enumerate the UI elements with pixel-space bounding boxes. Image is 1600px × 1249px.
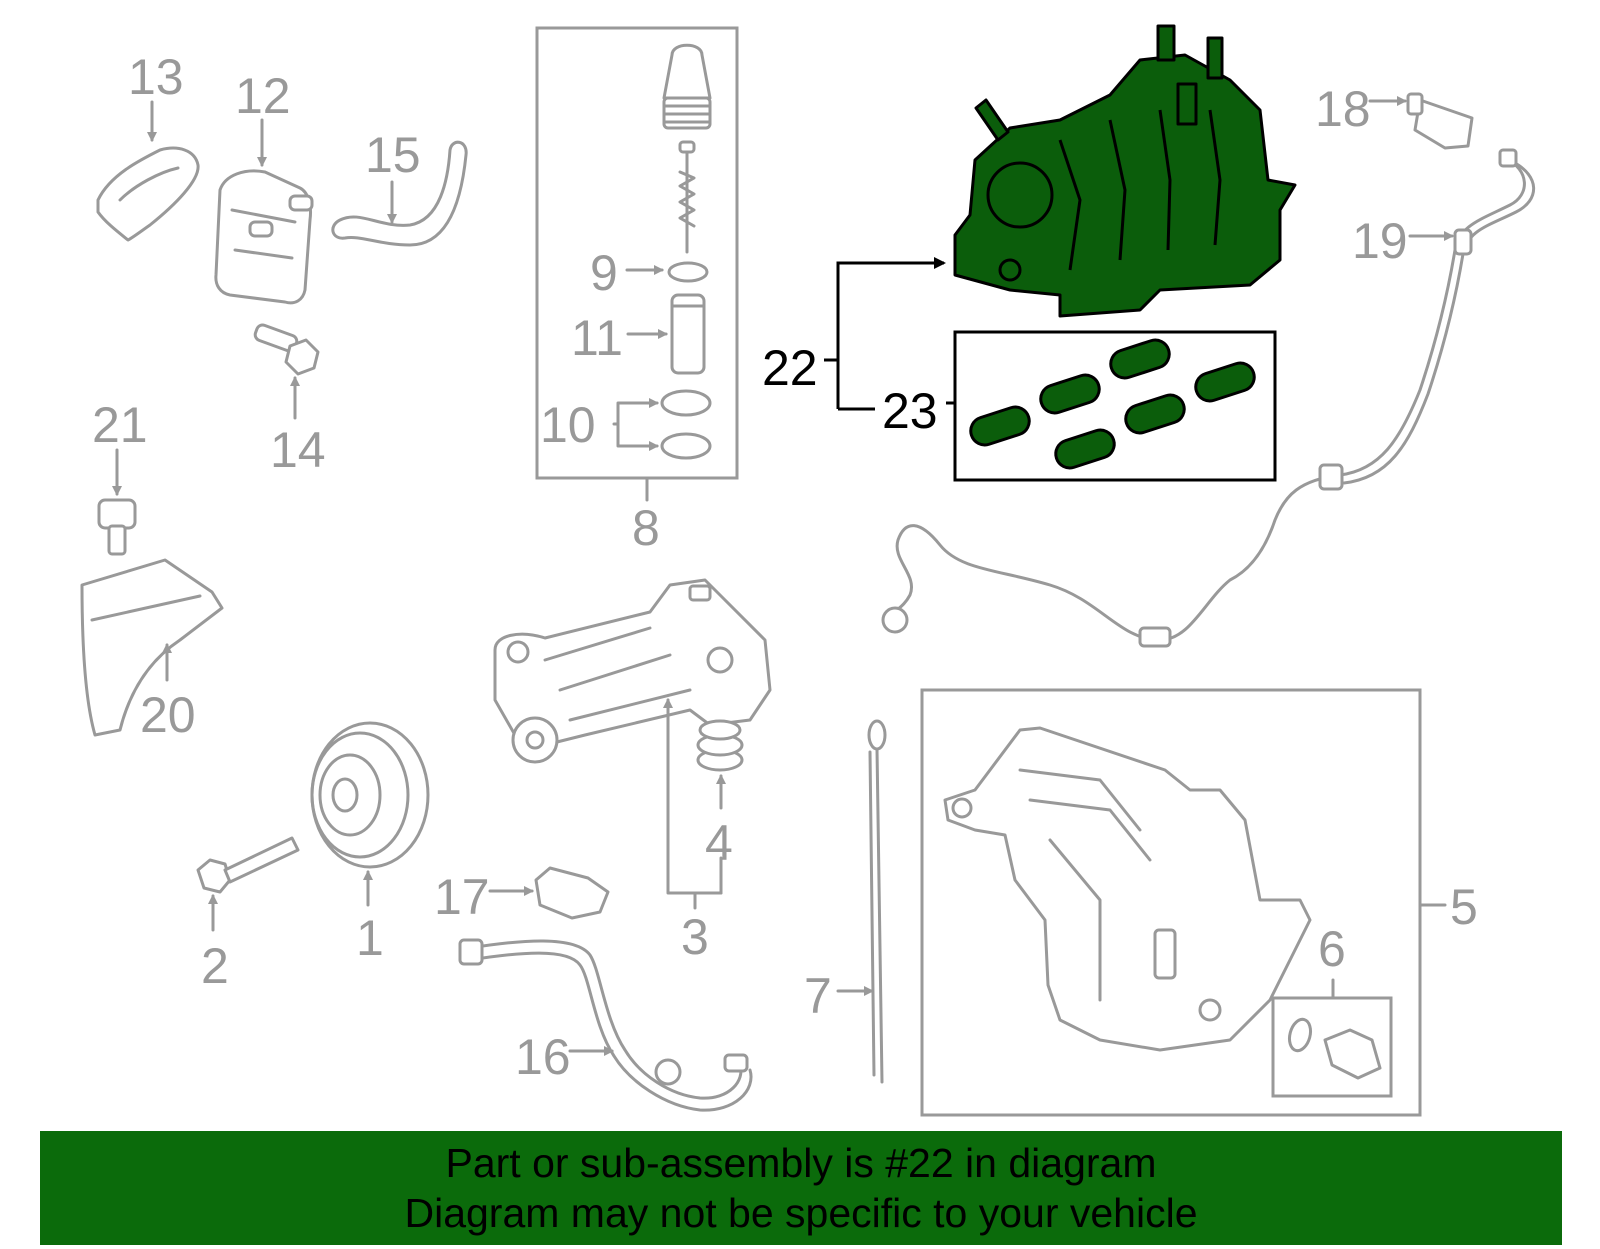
callout-3: 3 <box>681 909 709 965</box>
part-8-filter-cap[interactable] <box>662 43 712 254</box>
box-23 <box>953 330 1277 482</box>
part-12-oil-cooler[interactable] <box>214 169 314 305</box>
part-14-bolt[interactable] <box>253 323 320 376</box>
callout-19: 19 <box>1352 213 1408 269</box>
part-5-oil-pan[interactable] <box>943 726 1312 1052</box>
part-16-tube[interactable] <box>458 938 753 1112</box>
callout-15: 15 <box>365 127 421 183</box>
part-22-intake-manifold[interactable] <box>953 24 1297 318</box>
callout-21: 21 <box>92 397 148 453</box>
leader-22 <box>836 257 946 360</box>
callout-7: 7 <box>804 968 832 1024</box>
part-18-sensor[interactable] <box>1406 92 1474 150</box>
leader-10a <box>612 398 659 426</box>
callout-17: 17 <box>434 869 490 925</box>
part-10-oring-top[interactable] <box>660 389 712 417</box>
callout-20: 20 <box>140 687 196 743</box>
callout-16: 16 <box>515 1029 571 1085</box>
part-15-hose[interactable] <box>331 140 468 247</box>
part-10-oring-bottom[interactable] <box>660 432 712 460</box>
part-21-bolt[interactable] <box>97 498 137 556</box>
callout-5: 5 <box>1450 879 1478 935</box>
box-8 <box>535 26 739 480</box>
callout-18: 18 <box>1315 81 1371 137</box>
callout-11: 11 <box>571 310 623 366</box>
info-banner: Part or sub-assembly is #22 in diagram D… <box>40 1131 1562 1245</box>
part-6-drain-plug[interactable] <box>1286 1017 1382 1080</box>
part-3-oil-pump[interactable] <box>493 578 772 764</box>
part-2-bolt[interactable] <box>196 836 300 894</box>
part-1-pulley[interactable] <box>310 721 430 869</box>
part-4-seal[interactable] <box>696 719 744 772</box>
part-9-seal[interactable] <box>667 261 709 283</box>
part-13-gasket[interactable] <box>96 146 200 242</box>
banner-line-2: Diagram may not be specific to your vehi… <box>404 1190 1198 1236</box>
callout-4: 4 <box>705 815 733 871</box>
callout-8: 8 <box>632 500 660 556</box>
callout-14: 14 <box>270 422 326 478</box>
callout-10: 10 <box>540 397 596 453</box>
leader-3-left <box>666 708 723 895</box>
part-20-bracket[interactable] <box>80 558 224 737</box>
callout-22: 22 <box>762 340 818 396</box>
part-23-intake-gaskets[interactable] <box>967 336 1258 471</box>
box-5 <box>920 688 1422 1117</box>
callout-6: 6 <box>1318 921 1346 977</box>
leader-10b <box>616 422 659 451</box>
callout-9: 9 <box>590 245 618 301</box>
part-19-tube[interactable] <box>881 148 1536 648</box>
callout-23: 23 <box>882 383 938 439</box>
callout-12: 12 <box>235 68 291 124</box>
banner-line-1: Part or sub-assembly is #22 in diagram <box>445 1140 1157 1186</box>
callout-13: 13 <box>128 49 184 105</box>
part-7-dipstick[interactable] <box>867 719 887 1084</box>
part-11-filter-element[interactable] <box>670 293 706 375</box>
callout-2: 2 <box>201 938 229 994</box>
callout-1: 1 <box>356 910 384 966</box>
part-17-sensor[interactable] <box>534 866 610 920</box>
